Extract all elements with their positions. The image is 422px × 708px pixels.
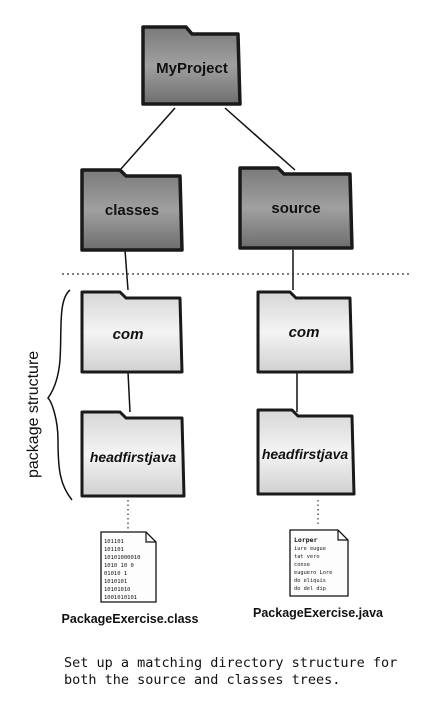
folder-label: classes — [105, 202, 159, 219]
folder-label: headfirstjava — [262, 446, 349, 462]
folder-classes[interactable]: classes — [80, 168, 184, 252]
folder-source-headfirstjava[interactable]: headfirstjava — [256, 408, 356, 496]
class-file-name: PackageExercise.class — [62, 612, 199, 626]
file-content-line: Lorper — [294, 536, 318, 544]
folder-label: source — [271, 200, 320, 217]
document-icon — [289, 529, 349, 597]
folder-icon — [256, 408, 356, 496]
page-fold — [145, 532, 156, 543]
folder-label: com — [113, 326, 144, 343]
folder-icon — [80, 410, 186, 498]
file-content-line: 10101000010 — [104, 555, 140, 561]
java-file[interactable]: Lorper iure eugue tat vero conse euguero… — [289, 529, 349, 597]
folder-icon — [256, 290, 354, 374]
package-brace — [47, 289, 73, 501]
file-content-line: conse — [294, 562, 310, 568]
caption: Set up a matching directory structure fo… — [64, 655, 398, 688]
file-content-line: do del dip — [294, 586, 326, 592]
folder-classes-headfirstjava[interactable]: headfirstjava — [80, 410, 186, 498]
tree-connectors — [119, 107, 298, 413]
class-file[interactable]: 101101 101101 10101000010 1010 10 0 0101… — [100, 531, 157, 603]
folder-icon — [80, 168, 184, 252]
file-content-line: 1010101 — [104, 579, 127, 585]
folder-label: headfirstjava — [90, 449, 177, 465]
java-file-name: PackageExercise.java — [253, 606, 384, 620]
connector-classes-com-hfj — [127, 371, 131, 413]
connector-root-classes — [119, 107, 176, 171]
file-content-line: 101101 — [104, 547, 124, 553]
connector-root-source — [224, 107, 296, 171]
folder-label: MyProject — [156, 60, 228, 77]
folder-source[interactable]: source — [238, 166, 354, 250]
file-content-line: 1001010101 — [104, 595, 137, 601]
page-fold — [337, 530, 348, 541]
folder-myproject[interactable]: MyProject — [141, 25, 242, 106]
package-structure-label: package structure — [25, 351, 42, 478]
folder-classes-com[interactable]: com — [80, 290, 184, 374]
connector-classes-com — [124, 249, 129, 291]
folder-icon — [141, 25, 242, 106]
file-content-line: 101101 — [104, 539, 124, 545]
file-content-line: 10101010 — [104, 587, 131, 593]
file-content-line: tat vero — [294, 554, 320, 560]
file-content-line: iure eugue — [294, 546, 326, 552]
file-content-line: euguero Lore — [294, 570, 332, 576]
folder-source-com[interactable]: com — [256, 290, 354, 374]
folder-icon — [80, 290, 184, 374]
file-content-line: 01010 1 — [104, 571, 127, 577]
folder-label: com — [289, 324, 320, 341]
file-content-line: 1010 10 0 — [104, 563, 134, 569]
document-icon — [100, 531, 157, 603]
folder-icon — [238, 166, 354, 250]
file-content-line: do eliquis — [294, 578, 326, 584]
